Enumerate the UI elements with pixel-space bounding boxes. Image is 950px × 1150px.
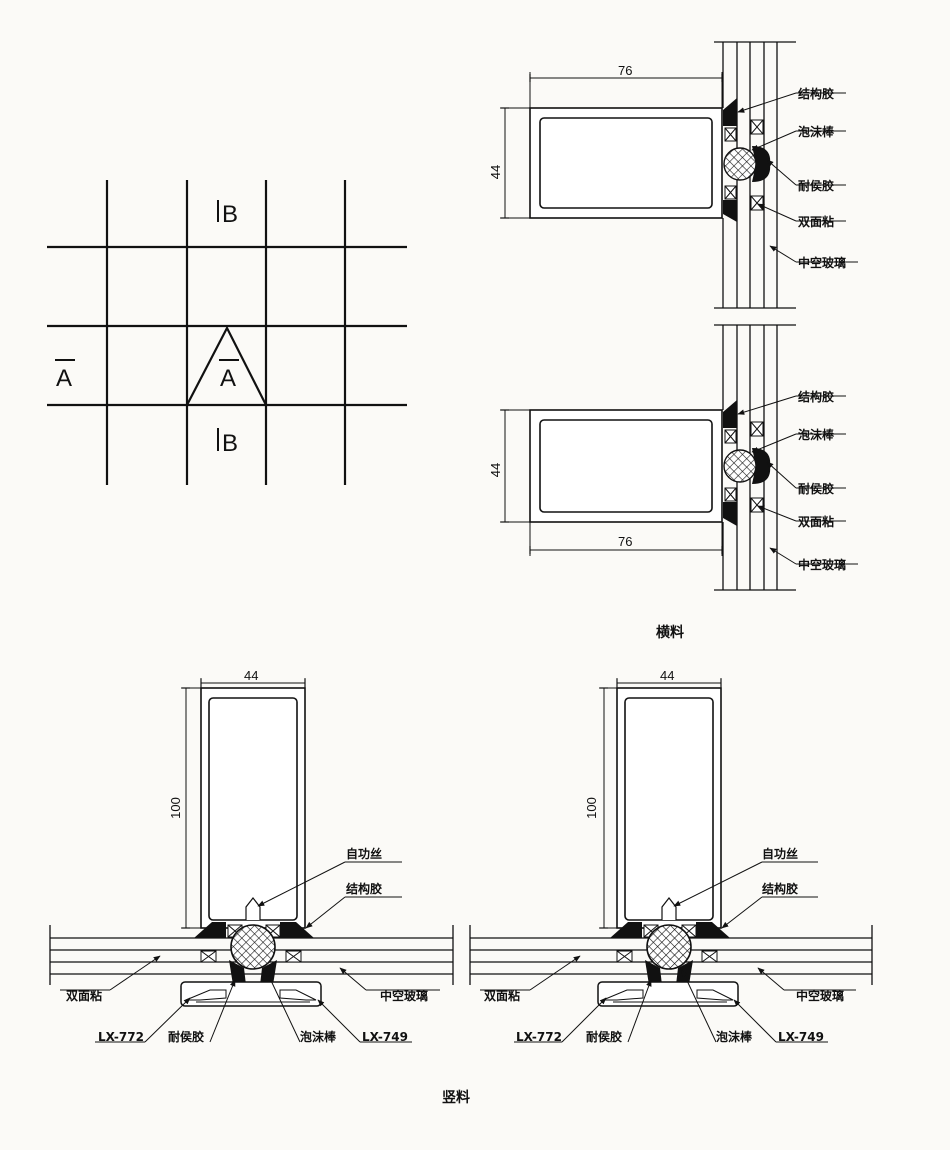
- dimension-width: 76: [618, 63, 632, 78]
- section-letter: B: [222, 430, 238, 457]
- caption-vertical: 竖料: [442, 1089, 470, 1106]
- horizontal-section-top: 76 44 结构胶 泡沫棒 耐侯胶 双面粘 中空玻璃: [488, 41, 858, 309]
- label-structural-silicone: 结构胶: [762, 881, 798, 896]
- section-mark-b-top: B: [217, 200, 238, 228]
- vertical-section-left: 44 100 自功丝 结构胶 双面粘 中空玻璃 LX-772 耐侯胶 泡沫棒 L…: [49, 668, 454, 1044]
- horizontal-section-bottom: 76 44 结构胶 泡沫棒 耐侯胶 双面粘 中空玻璃: [488, 324, 858, 591]
- label-structural-silicone: 结构胶: [798, 86, 834, 101]
- caption-horizontal: 横料: [656, 624, 684, 641]
- label-foam-rod: 泡沫棒: [300, 1029, 337, 1044]
- label-profile-lx772: LX-772: [516, 1030, 562, 1044]
- label-insulating-glass: 中空玻璃: [796, 988, 844, 1003]
- section-mark-a-center: A: [219, 359, 239, 392]
- elevation-grid: [47, 180, 407, 485]
- dimension-height: 44: [488, 463, 503, 477]
- label-foam-rod: 泡沫棒: [716, 1029, 753, 1044]
- dimension-width: 44: [660, 668, 674, 683]
- section-letter: A: [220, 365, 236, 392]
- label-double-tape: 双面粘: [798, 514, 834, 529]
- dimension-height: 100: [584, 797, 599, 819]
- label-double-tape: 双面粘: [798, 214, 834, 229]
- section-mark-a-left: A: [55, 359, 75, 392]
- label-weather-seal: 耐侯胶: [168, 1029, 204, 1044]
- label-foam-rod: 泡沫棒: [798, 427, 835, 442]
- label-screw: 自功丝: [346, 846, 382, 861]
- dimension-height: 44: [488, 165, 503, 179]
- label-profile-lx772: LX-772: [98, 1030, 144, 1044]
- label-insulating-glass: 中空玻璃: [380, 988, 428, 1003]
- section-mark-b-bottom: B: [217, 428, 238, 457]
- label-profile-lx749: LX-749: [362, 1030, 408, 1044]
- vertical-section-right: 44 100 自功丝 结构胶 双面粘 中空玻璃 LX-772 耐侯胶 泡沫棒 L…: [469, 668, 873, 1044]
- label-profile-lx749: LX-749: [778, 1030, 824, 1044]
- label-screw: 自功丝: [762, 846, 798, 861]
- section-letter: A: [56, 365, 72, 392]
- dimension-height: 100: [168, 797, 183, 819]
- label-double-tape: 双面粘: [484, 988, 520, 1003]
- label-double-tape: 双面粘: [66, 988, 102, 1003]
- label-weather-seal: 耐侯胶: [798, 178, 834, 193]
- dimension-width: 76: [618, 534, 632, 549]
- label-insulating-glass: 中空玻璃: [798, 557, 846, 572]
- label-weather-seal: 耐侯胶: [798, 481, 834, 496]
- label-insulating-glass: 中空玻璃: [798, 255, 846, 270]
- label-weather-seal: 耐侯胶: [586, 1029, 622, 1044]
- section-letter: B: [222, 201, 238, 228]
- label-foam-rod: 泡沫棒: [798, 124, 835, 139]
- label-structural-silicone: 结构胶: [798, 389, 834, 404]
- dimension-width: 44: [244, 668, 258, 683]
- label-structural-silicone: 结构胶: [346, 881, 382, 896]
